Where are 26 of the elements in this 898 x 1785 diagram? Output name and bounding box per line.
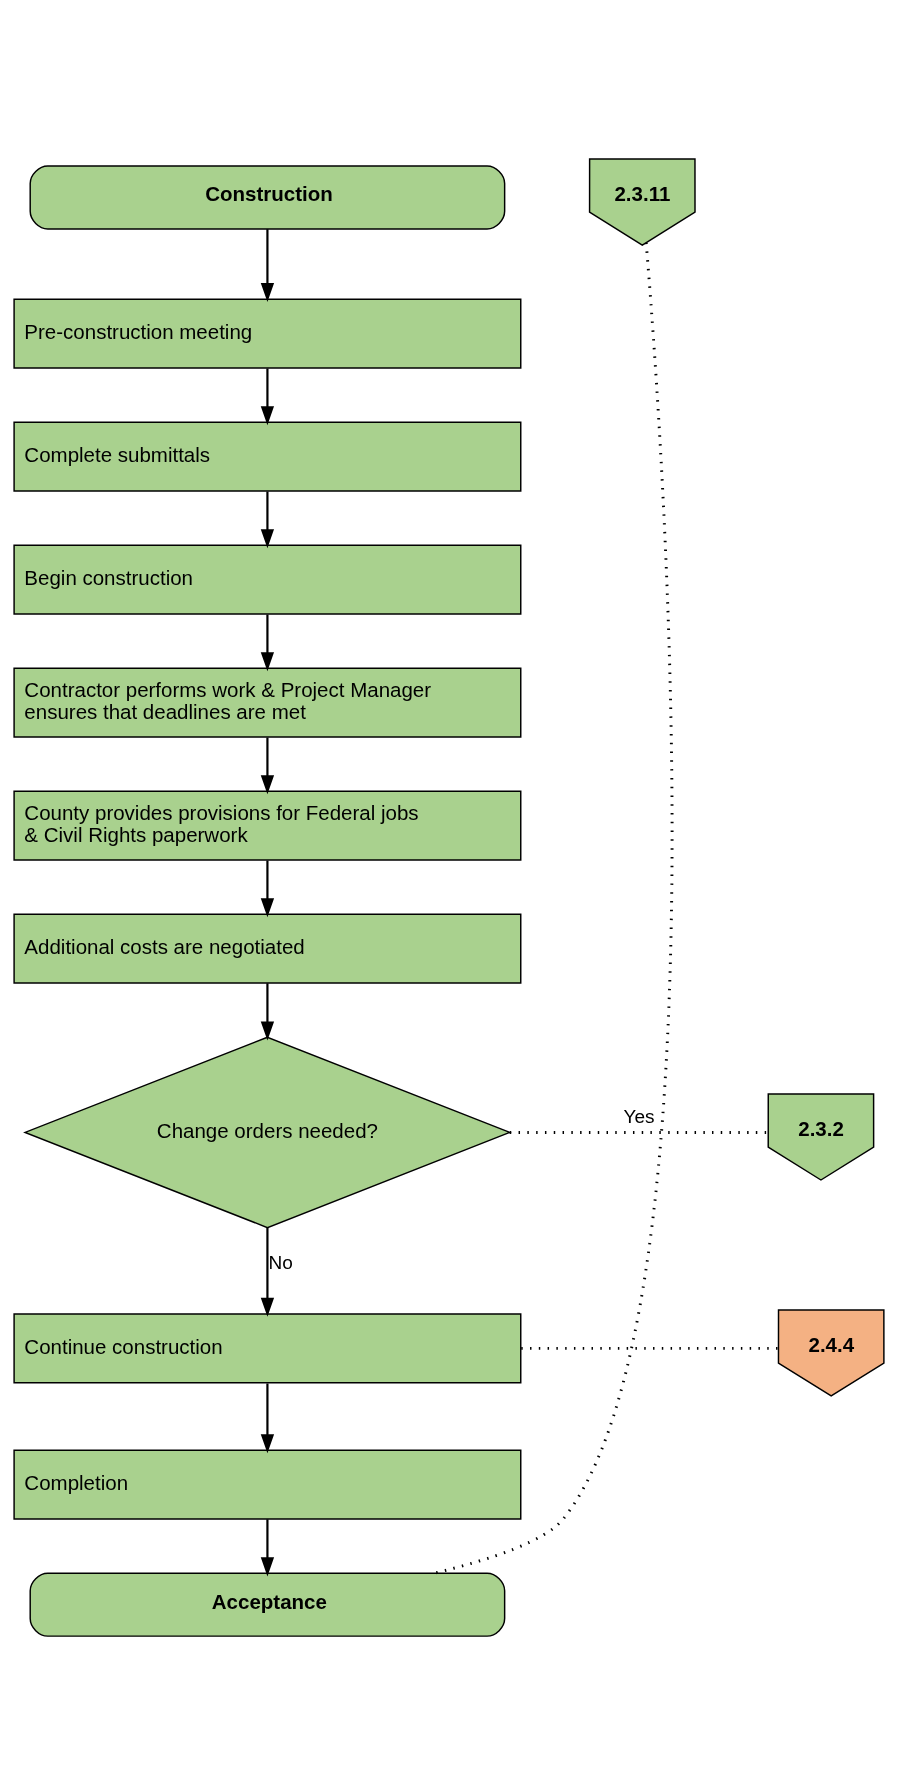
- node-box: County provides provisions for Federal jobs & Civil Rights paperwork: [13, 790, 522, 861]
- node-box: Completion: [13, 1448, 522, 1520]
- edge-label: Yes: [623, 1105, 655, 1127]
- node-box: Begin construction: [13, 544, 522, 615]
- node-box: Additional costs are negotiated: [13, 913, 522, 984]
- node-box: Acceptance: [29, 1571, 506, 1637]
- node-box: Continue construction: [13, 1312, 522, 1384]
- node-box: Complete submittals: [13, 421, 522, 492]
- connector: [509, 1130, 768, 1134]
- node-box: Contractor performs work & Project Manager ensures that deadlines are met: [13, 667, 522, 738]
- arrow: [260, 1383, 275, 1453]
- arrow: [260, 982, 275, 1040]
- connector: [434, 242, 674, 1575]
- arrow: [260, 1227, 275, 1317]
- edge-label: No: [268, 1251, 293, 1273]
- arrow: [260, 614, 275, 671]
- arrow: [260, 860, 275, 917]
- arrow: [260, 368, 275, 425]
- arrow: [260, 228, 275, 302]
- arrow: [260, 491, 275, 548]
- node-box: Pre-construction meeting: [13, 298, 522, 369]
- connector: [521, 1346, 778, 1350]
- node-diamond: Change orders needed?: [23, 1035, 512, 1228]
- arrow: [260, 1518, 275, 1576]
- arrow: [260, 737, 275, 794]
- node-box: Construction: [29, 164, 506, 230]
